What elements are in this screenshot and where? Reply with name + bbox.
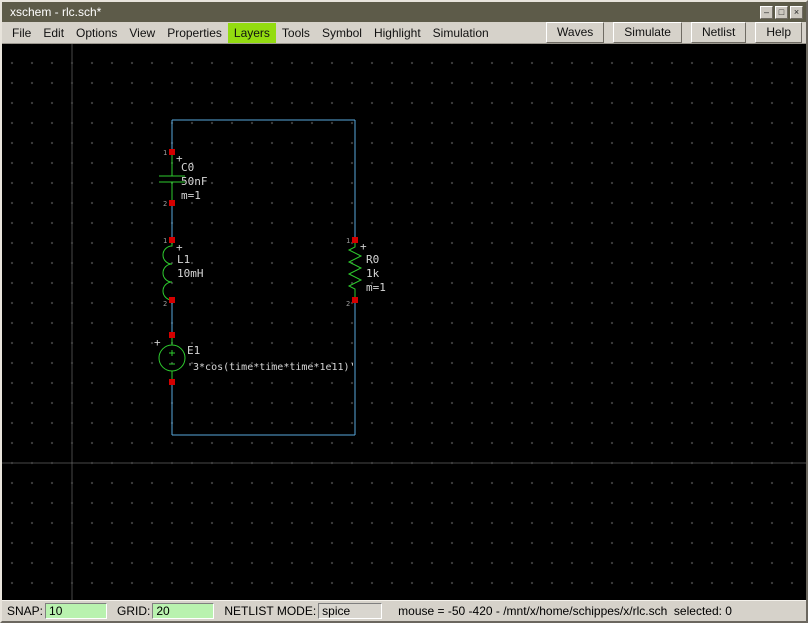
res-pin2-number: 2 [346, 300, 350, 308]
pin [169, 149, 175, 155]
cap-pin2-number: 2 [163, 200, 167, 208]
maximize-button[interactable]: □ [775, 5, 788, 19]
pin [352, 297, 358, 303]
res-ref-label[interactable]: R0 [366, 253, 379, 266]
menu-view[interactable]: View [129, 25, 156, 40]
menubar: File Edit Options View Properties Layers… [2, 22, 806, 44]
ind-pin2-number: 2 [163, 300, 167, 308]
src-value-label[interactable]: '3*cos(time*time*time*1e11)' [187, 362, 356, 373]
waves-button[interactable]: Waves [546, 22, 605, 43]
src-ref-label[interactable]: E1 [187, 344, 200, 357]
pins [169, 149, 358, 385]
menu-simulation[interactable]: Simulation [432, 25, 489, 40]
cap-ref-label[interactable]: C0 [181, 161, 194, 174]
res-pin1-number: 1 [346, 237, 350, 245]
netlist-mode-input[interactable] [318, 603, 383, 619]
menu-tools[interactable]: Tools [281, 25, 310, 40]
ind-ref-label[interactable]: L1 [177, 253, 190, 266]
ind-value-label[interactable]: 10mH [177, 267, 204, 280]
cap-value-label[interactable]: 50nF [181, 175, 208, 188]
menu-layers[interactable]: Layers [227, 22, 276, 43]
status-text: mouse = -50 -420 - /mnt/x/home/schippes/… [398, 604, 732, 618]
cap-mult-label[interactable]: m=1 [181, 189, 201, 202]
schematic-svg: 1 + C0 50nF m=1 2 1 + L1 10mH 2 + E1 '3*… [2, 44, 806, 600]
menu-file[interactable]: File [12, 25, 32, 40]
wire[interactable] [171, 119, 356, 436]
statusbar: SNAP: GRID: NETLIST MODE: mouse = -50 -4… [2, 600, 806, 621]
grid-label: GRID: [117, 604, 151, 618]
schematic-canvas[interactable]: 1 + C0 50nF m=1 2 1 + L1 10mH 2 + E1 '3*… [2, 44, 806, 600]
menu-edit[interactable]: Edit [43, 25, 65, 40]
src-plus-mark: + [154, 336, 161, 349]
snap-input[interactable] [45, 603, 108, 619]
close-button[interactable]: × [790, 5, 803, 19]
simulate-button[interactable]: Simulate [613, 22, 682, 43]
resistor-symbol[interactable] [347, 240, 363, 300]
res-plus-mark: + [360, 240, 367, 253]
help-button[interactable]: Help [755, 22, 802, 43]
ind-pin1-number: 1 [163, 237, 167, 245]
netlist-button[interactable]: Netlist [690, 22, 747, 43]
res-value-label[interactable]: 1k [366, 267, 380, 280]
pin [169, 332, 175, 338]
inductor-symbol[interactable] [162, 239, 173, 301]
capacitor-symbol[interactable] [159, 152, 185, 203]
voltage-source-symbol[interactable] [158, 335, 186, 382]
pin [169, 237, 175, 243]
cap-plus-mark: + [176, 152, 183, 165]
netlist-mode-label: NETLIST MODE: [224, 604, 317, 618]
pin [169, 297, 175, 303]
pin [169, 379, 175, 385]
window-title: xschem - rlc.sch* [10, 5, 102, 19]
titlebar[interactable]: xschem - rlc.sch* – □ × [2, 2, 806, 22]
pin [169, 200, 175, 206]
cap-pin1-number: 1 [163, 149, 167, 157]
res-mult-label[interactable]: m=1 [366, 281, 386, 294]
window-controls: – □ × [760, 5, 803, 19]
grid-input[interactable] [152, 603, 215, 619]
menu-options[interactable]: Options [76, 25, 118, 40]
menu-symbol[interactable]: Symbol [321, 25, 362, 40]
pin [352, 237, 358, 243]
ind-plus-mark: + [176, 241, 183, 254]
menu-properties[interactable]: Properties [167, 25, 222, 40]
snap-label: SNAP: [7, 604, 44, 618]
menu-highlight[interactable]: Highlight [373, 25, 421, 40]
minimize-button[interactable]: – [760, 5, 773, 19]
